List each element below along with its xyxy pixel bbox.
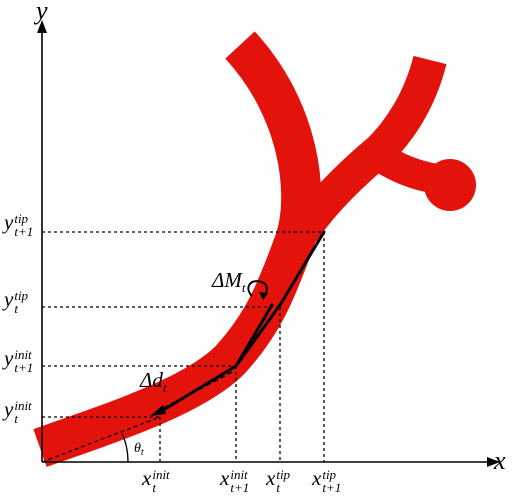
hypha-tip-bud xyxy=(424,159,476,211)
theta-baseline-dashed xyxy=(41,416,161,463)
segment-inner-return xyxy=(234,303,274,368)
delta-m-label: ΔMt xyxy=(212,268,246,295)
y-axis-arrow xyxy=(37,20,47,33)
delta-d-label: Δdt xyxy=(140,368,167,395)
trajectory xyxy=(158,230,326,414)
hypha-branch xyxy=(285,55,447,245)
theta-arc xyxy=(121,432,129,463)
guide-lines xyxy=(41,231,325,463)
hypha-shape xyxy=(33,31,447,467)
rotation-arrow xyxy=(247,280,268,300)
x-axis-label: x xyxy=(494,446,506,475)
segment-init-t-to-init-t1 xyxy=(158,364,238,414)
segment-tip-t-to-tip-t1 xyxy=(278,230,326,307)
axes xyxy=(37,20,500,467)
hypha-main-trunk xyxy=(33,31,322,467)
x-axis-arrow xyxy=(487,457,500,467)
y-axis-label: y xyxy=(36,0,48,25)
theta-label: θt xyxy=(134,441,144,458)
delta-d-arrow xyxy=(150,371,233,416)
